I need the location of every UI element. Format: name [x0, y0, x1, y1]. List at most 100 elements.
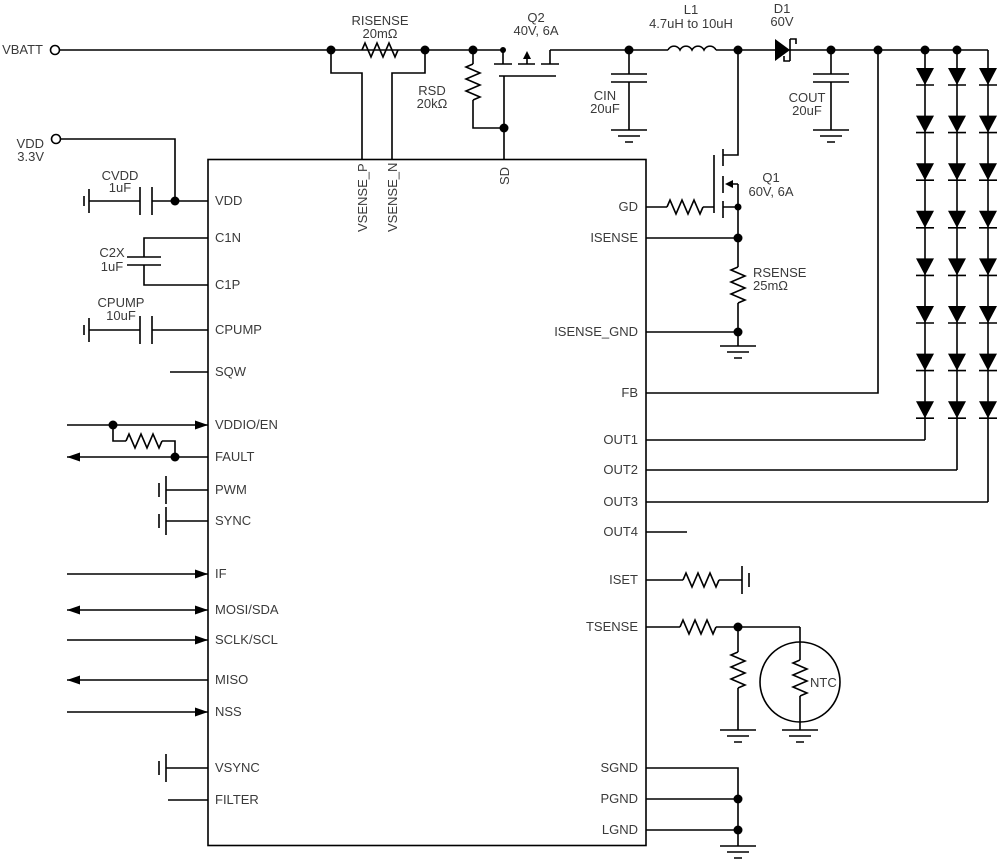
- risense-name: RISENSE: [351, 13, 408, 28]
- led: [948, 115, 966, 133]
- capacitor-cout: [813, 73, 849, 83]
- led: [979, 163, 997, 181]
- terminals: [49, 44, 62, 145]
- cvdd-value: 1uF: [109, 180, 131, 195]
- resistor-rsd: [463, 63, 483, 101]
- q2-mosfet: [494, 51, 559, 77]
- ground-pwm: [158, 476, 167, 504]
- arrow-fault-out: [67, 452, 80, 462]
- grounds: [83, 129, 849, 859]
- ground-lgnd: [720, 845, 756, 859]
- pin-vsense-n: VSENSE_N: [385, 163, 400, 232]
- resistor-iset: [682, 570, 720, 590]
- ntc-thermistor: [759, 641, 841, 723]
- q2-name: Q2: [527, 10, 544, 25]
- pin-filter: FILTER: [215, 792, 259, 807]
- pin-vsync: VSYNC: [215, 760, 260, 775]
- led: [916, 353, 934, 371]
- q1-value: 60V, 6A: [748, 184, 793, 199]
- capacitor-cvdd: [139, 187, 153, 215]
- pin-if: IF: [215, 566, 227, 581]
- resistor-vddio-fault: [125, 431, 163, 451]
- q2-body-arrow: [523, 51, 531, 59]
- pin-pgnd: PGND: [600, 791, 638, 806]
- cout-value: 20uF: [792, 103, 822, 118]
- arrow-miso-out: [67, 675, 80, 685]
- vdd-terminal: [50, 133, 62, 145]
- pin-vsense-p: VSENSE_P: [355, 163, 370, 232]
- pin-out1: OUT1: [603, 432, 638, 447]
- rsense-value: 25mΩ: [753, 278, 788, 293]
- ntc-label: NTC: [810, 675, 837, 690]
- capacitor-cpump: [139, 316, 153, 344]
- led: [979, 210, 997, 228]
- vbatt-terminal: [49, 44, 61, 56]
- pin-arrows: [67, 420, 208, 717]
- c2x-value: 1uF: [101, 259, 123, 274]
- resistor-gate-gd: [666, 197, 704, 217]
- pin-c1p: C1P: [215, 277, 240, 292]
- ground-cin: [611, 129, 647, 143]
- pin-c1n: C1N: [215, 230, 241, 245]
- led: [948, 306, 966, 323]
- led: [916, 163, 934, 181]
- cpump-value: 10uF: [106, 308, 136, 323]
- led: [948, 353, 966, 371]
- pin-sqw: SQW: [215, 364, 247, 379]
- pin-fb: FB: [621, 385, 638, 400]
- pin-out3: OUT3: [603, 494, 638, 509]
- led: [916, 306, 934, 323]
- ground-ntc: [782, 729, 818, 743]
- q1-body-arrow: [725, 180, 733, 188]
- resistor-risense: [361, 40, 399, 60]
- junction-dots: [108, 45, 962, 835]
- pin-sd: SD: [497, 167, 512, 185]
- cin-name: CIN: [594, 88, 616, 103]
- ground-tsense: [720, 729, 756, 743]
- ground-iset: [741, 566, 750, 594]
- l1-name: L1: [684, 2, 698, 17]
- arrow-sclk-in: [195, 635, 208, 645]
- led: [916, 401, 934, 419]
- arrow-mosi-in: [195, 605, 208, 615]
- vdd-rail-value: 3.3V: [17, 149, 44, 164]
- ic-outline: [207, 158, 647, 847]
- risense-value: 20mΩ: [362, 26, 397, 41]
- pin-vdd: VDD: [215, 193, 242, 208]
- led: [948, 258, 966, 276]
- arrow-nss-in: [195, 707, 208, 717]
- arrow-mosi-out: [67, 605, 80, 615]
- led: [979, 258, 997, 276]
- pin-miso: MISO: [215, 672, 248, 687]
- pin-fault: FAULT: [215, 449, 255, 464]
- pin-sync: SYNC: [215, 513, 251, 528]
- pin-vddio-en: VDDIO/EN: [215, 417, 278, 432]
- capacitor-c2x: [127, 256, 161, 266]
- d1-diode: [775, 38, 797, 62]
- ground-cpump: [83, 318, 90, 342]
- capacitors: [127, 73, 849, 344]
- d1-name: D1: [774, 1, 791, 16]
- led: [979, 306, 997, 323]
- resistor-ntc-element: [790, 659, 810, 697]
- pin-out2: OUT2: [603, 462, 638, 477]
- pin-iset: ISET: [609, 572, 638, 587]
- resistor-tsense-pulldown: [728, 651, 748, 689]
- ground-sync: [158, 507, 167, 535]
- pin-sgnd: SGND: [600, 760, 638, 775]
- pin-out4: OUT4: [603, 524, 638, 539]
- pin-nss: NSS: [215, 704, 242, 719]
- labels: VBATT VDD 3.3V RISENSE 20mΩ Q2 40V, 6A R…: [2, 1, 837, 690]
- capacitor-cin: [611, 73, 647, 83]
- pin-cpump: CPUMP: [215, 322, 262, 337]
- rsd-value: 20kΩ: [417, 96, 448, 111]
- cpump-name: CPUMP: [98, 295, 145, 310]
- led: [916, 115, 934, 133]
- led: [979, 115, 997, 133]
- wires: [60, 49, 988, 846]
- pin-tsense: TSENSE: [586, 619, 638, 634]
- rsense-name: RSENSE: [753, 265, 807, 280]
- ground-cout: [813, 129, 849, 143]
- arrow-if-in: [195, 569, 208, 579]
